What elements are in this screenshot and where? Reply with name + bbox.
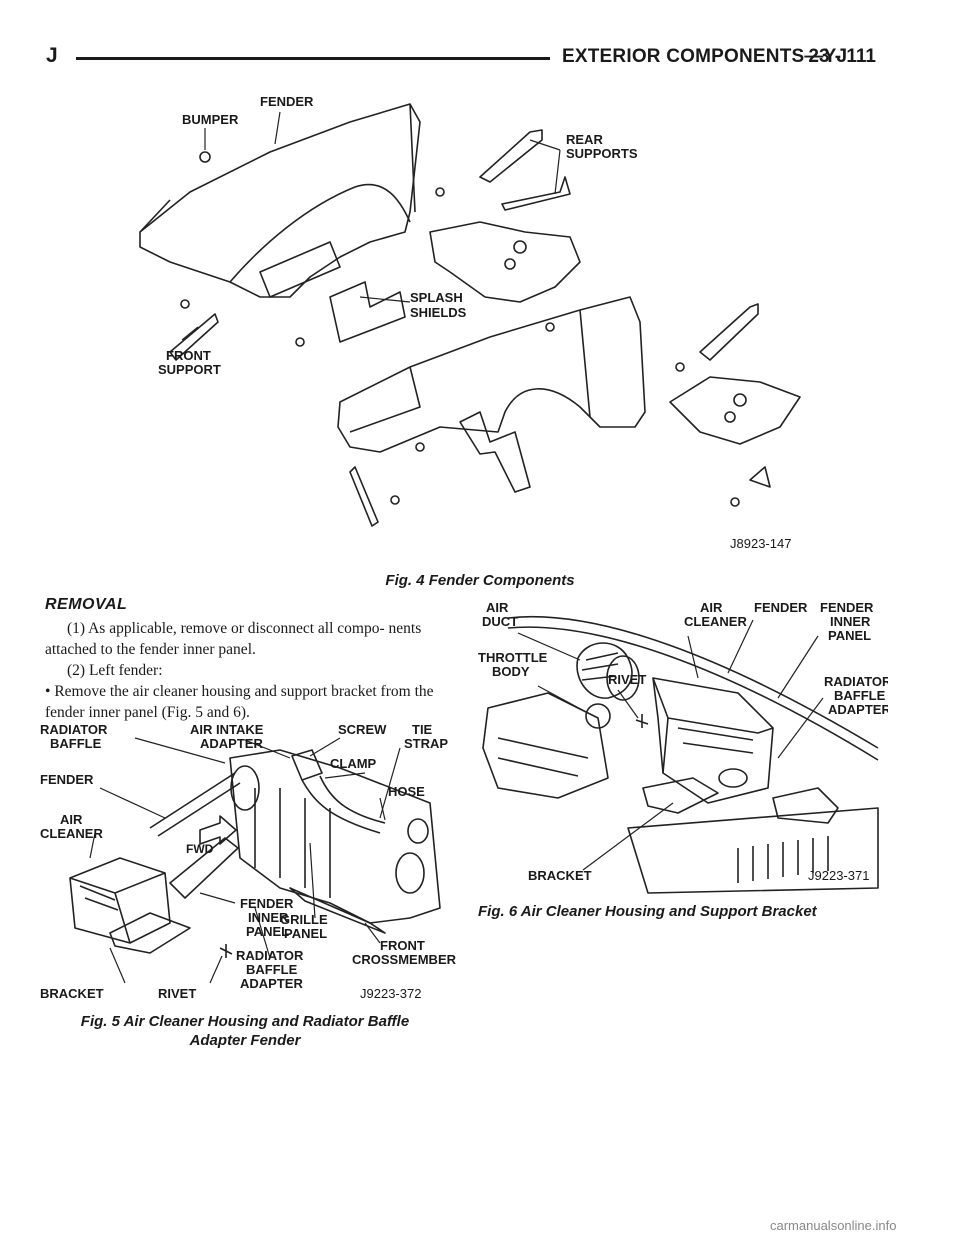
fig6-label-throttle-body-2: BODY <box>492 664 530 679</box>
fig5-label-fender-inner-panel-2: INNER <box>248 910 289 925</box>
fig6-label-rivet: RIVET <box>608 672 646 687</box>
fig4-figure-code: J8923-147 <box>730 536 791 551</box>
fig5-label-air-intake-adapter-1: AIR INTAKE <box>190 722 264 737</box>
rear-support-lower <box>501 176 571 211</box>
fig5-label-air-cleaner-2: CLEANER <box>40 826 103 841</box>
fig5-label-bracket: BRACKET <box>40 986 104 1001</box>
fig6-label-radiator-baffle-adapter-1: RADIATOR <box>824 674 888 689</box>
page-header: J EXTERIOR COMPONENTS—YJ 23 - 111 <box>40 44 920 72</box>
fig6-label-air-duct-1: AIR <box>486 600 509 615</box>
fig5-figure-code: J9223-372 <box>360 986 421 1001</box>
fig4-label-front-support-1: FRONT <box>166 348 211 363</box>
fig5-label-front-crossmember-1: FRONT <box>380 938 425 953</box>
rear-support-upper <box>479 129 543 183</box>
bullet-symbol: • <box>45 683 51 700</box>
bracket-shape <box>109 912 191 954</box>
fwd-arrow <box>199 815 237 845</box>
fig4-label-rear-supports-1: REAR <box>566 132 603 147</box>
grille-panel-shape <box>229 749 441 924</box>
fig5-caption: Fig. 5 Air Cleaner Housing and Radiator … <box>40 1012 450 1050</box>
section-title: EXTERIOR COMPONENTS—YJ <box>562 46 848 67</box>
removal-heading: REMOVAL <box>45 596 128 613</box>
fig6-label-fender-inner-panel-1: FENDER <box>820 600 874 615</box>
right-splash-panel <box>669 376 801 445</box>
removal-bullet: • Remove the air cleaner housing and sup… <box>45 681 441 723</box>
section-letter: J <box>46 44 58 67</box>
right-rear-support <box>699 303 759 361</box>
fig6-label-air-duct-2: DUCT <box>482 614 518 629</box>
fig4-caption: Fig. 4 Fender Components <box>385 572 575 589</box>
fig5-label-air-cleaner-1: AIR <box>60 812 83 827</box>
fig5-label-grille-panel-2: PANEL <box>284 926 327 941</box>
fig6-air-cleaner-support-bracket-illustration: AIR DUCT AIR CLEANER FENDER FENDER INNER… <box>478 600 888 894</box>
radiator-baffle-adapter-shape <box>772 787 839 824</box>
air-cleaner-housing-shape <box>652 677 774 804</box>
fig6-label-fender-inner-panel-3: PANEL <box>828 628 871 643</box>
bracket-shape <box>642 777 719 814</box>
fig5-label-air-intake-adapter-2: ADAPTER <box>200 736 263 751</box>
fig5-caption-line-1: Fig. 5 Air Cleaner Housing and Radiator … <box>80 1013 410 1030</box>
fig6-label-fender: FENDER <box>754 600 808 615</box>
front-crossmember-shape <box>289 887 386 934</box>
fig5-label-radiator-baffle-1: RADIATOR <box>40 722 108 737</box>
fig5-label-fwd: FWD <box>186 842 214 856</box>
right-front-support <box>349 466 379 527</box>
fig5-label-radiator-baffle-adapter-3: ADAPTER <box>240 976 303 991</box>
air-cleaner-housing-shape <box>69 857 171 944</box>
right-splash-shield <box>459 411 531 493</box>
fig5-label-tie-strap-2: STRAP <box>404 736 448 751</box>
fig5-label-hose: HOSE <box>388 784 425 799</box>
fig5-caption-line-2: Adapter Fender <box>189 1032 301 1049</box>
fig4-label-fender: FENDER <box>260 94 314 109</box>
fig5-label-grille-panel-1: GRILLE <box>280 912 328 927</box>
fig5-label-fender-inner-panel-1: FENDER <box>240 896 294 911</box>
fig5-label-fender-inner-panel-3: PANEL <box>246 924 289 939</box>
fig5-label-screw: SCREW <box>338 722 387 737</box>
fig5-label-tie-strap-1: TIE <box>412 722 433 737</box>
fig6-label-radiator-baffle-adapter-2: BAFFLE <box>834 688 886 703</box>
fig6-caption: Fig. 6 Air Cleaner Housing and Support B… <box>478 903 817 920</box>
splash-shield-a <box>259 241 341 298</box>
fig5-label-radiator-baffle-adapter-1: RADIATOR <box>236 948 304 963</box>
right-fender-shape <box>337 296 646 453</box>
fig6-label-radiator-baffle-adapter-3: ADAPTER <box>828 702 888 717</box>
air-intake-adapter-shape <box>291 749 323 781</box>
removal-bullet-text: Remove the air cleaner housing and suppo… <box>45 683 434 721</box>
fig5-label-clamp: CLAMP <box>330 756 377 771</box>
fig4-fender-components-illustration: BUMPER FENDER REAR SUPPORTS SPLASH SHIEL… <box>139 94 801 551</box>
left-fender-shape <box>139 103 421 298</box>
watermark: carmanualsonline.info <box>770 1218 897 1233</box>
fig4-label-splash-shields-1: SPLASH <box>410 290 463 305</box>
front-support <box>169 313 219 361</box>
fig6-label-air-cleaner-2: CLEANER <box>684 614 747 629</box>
fig6-label-bracket: BRACKET <box>528 868 592 883</box>
fig5-label-fender: FENDER <box>40 772 94 787</box>
fig6-label-fender-inner-panel-2: INNER <box>830 614 871 629</box>
throttle-body-shape <box>482 692 609 799</box>
fig4-label-splash-shields-2: SHIELDS <box>410 305 467 320</box>
fig6-figure-code: J9223-371 <box>808 868 869 883</box>
fig5-label-front-crossmember-2: CROSSMEMBER <box>352 952 457 967</box>
fig4-label-front-support-2: SUPPORT <box>158 362 221 377</box>
splash-shield-b <box>329 281 406 343</box>
fig5-label-radiator-baffle-adapter-2: BAFFLE <box>246 962 298 977</box>
radiator-baffle-adapter-shape <box>169 837 239 899</box>
removal-step-2: (2) Left fender: <box>67 662 163 679</box>
fig5-air-cleaner-radiator-baffle-illustration: RADIATOR BAFFLE AIR INTAKE ADAPTER SCREW… <box>40 722 457 1001</box>
fig6-label-throttle-body-1: THROTTLE <box>478 650 548 665</box>
fig4-label-bumper: BUMPER <box>182 112 239 127</box>
fig5-label-rivet: RIVET <box>158 986 196 1001</box>
fig4-label-rear-supports-2: SUPPORTS <box>566 146 638 161</box>
fig6-label-air-cleaner-1: AIR <box>700 600 723 615</box>
air-duct-shape <box>576 642 633 699</box>
rear-splash-panel <box>429 221 581 303</box>
fig5-label-radiator-baffle-2: BAFFLE <box>50 736 102 751</box>
page-number: 23 - 111 <box>808 46 876 67</box>
header-rule <box>76 57 550 60</box>
removal-step-1: (1) As applicable, remove or disconnect … <box>45 620 422 658</box>
